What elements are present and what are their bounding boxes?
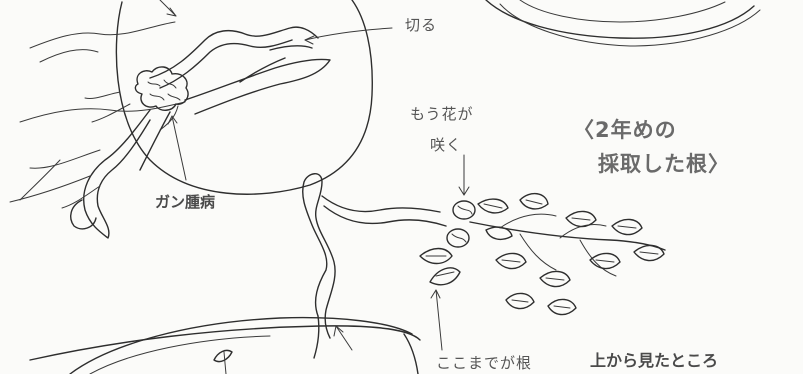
title-line2: 採取した根〉 (598, 152, 730, 176)
view-from-above-label: 上から見たところ (590, 351, 719, 370)
bottom-pot (29, 316, 421, 374)
seedling-stem (302, 173, 447, 359)
top-circle-inset (19, 0, 373, 195)
root-with-gall (9, 26, 331, 239)
top-right-pot (485, 0, 761, 47)
root-up-to-here-label: ここまでが根 (436, 354, 533, 372)
flowering-branch (419, 193, 666, 316)
cut-label: 切る (405, 16, 438, 34)
leader-lines (159, 0, 470, 351)
flowers-already-label-line1: もう花が (410, 105, 474, 123)
flowers-already-label-line2: 咲く (430, 136, 463, 154)
crown-gall-label: ガン腫病 (155, 193, 216, 211)
title-line1: 〈2年めの (573, 118, 677, 142)
